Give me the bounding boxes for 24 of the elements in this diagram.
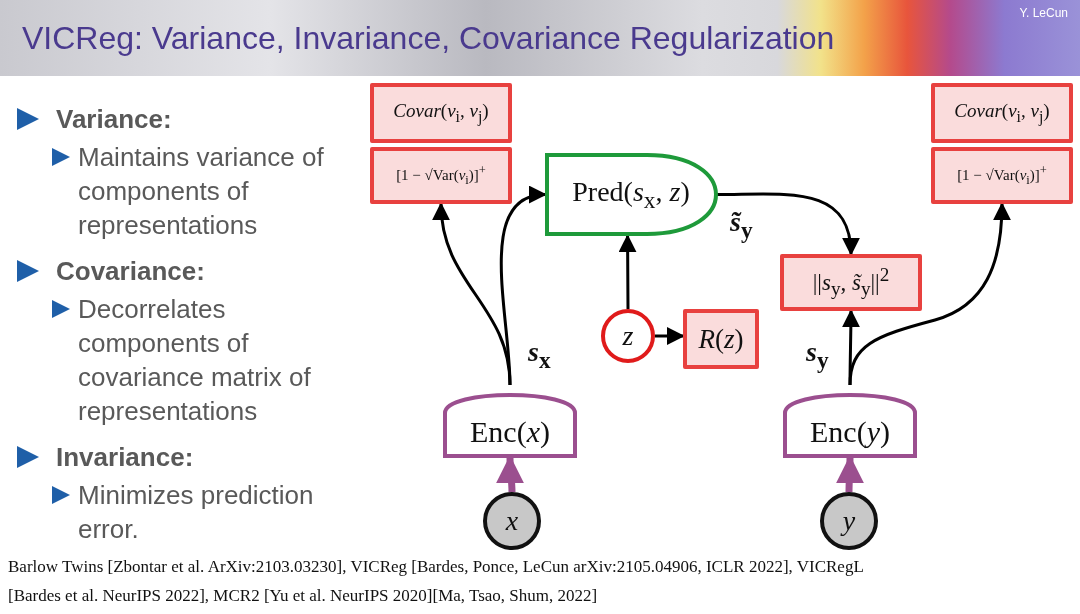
arrow <box>499 188 547 386</box>
input-circle: y <box>820 492 878 550</box>
arrow <box>848 202 1011 386</box>
predictor-shape: Pred(s$_{x}$, z) <box>545 153 717 236</box>
arrow <box>841 309 860 385</box>
bullet-heading: Variance: <box>56 103 172 136</box>
formula-box: [1 − √Var(v$_{i}$)]$^{+}$ <box>370 147 512 204</box>
formula-box: Covar(v$_{i}$, v$_{j}$) <box>370 83 512 143</box>
formula-box: Covar(v$_{i}$, v$_{j}$) <box>931 83 1073 143</box>
arrow <box>655 327 685 345</box>
bullet-text: Decorrelates components of covariance matrix of representations <box>78 293 312 428</box>
input-circle: x <box>483 492 541 550</box>
arrow <box>618 234 637 309</box>
bullet-heading: Covariance: <box>56 255 205 288</box>
bullet-text: Maintains variance of components of representations <box>78 141 325 242</box>
bullet-text: Minimizes prediction error. <box>78 479 315 546</box>
formula-box: ||s$_{y}$, s̃$_{y}$||$^{2}$ <box>780 254 922 311</box>
latent-circle: z <box>601 309 655 363</box>
bullet-heading: Invariance: <box>56 441 194 474</box>
reference-text: Barlow Twins [Zbontar et al. ArXiv:2103.03230], VICReg [Bardes, Ponce, LeCun arXiv:2105.04906, ICLR 2022], VICRegL [Bardes et al. NeurIPS 2022], MCR2 [Yu et al. NeurIPS 2020][Ma, Tsao, Shum, 2022] <box>8 556 865 607</box>
formula-box: R(z) <box>683 309 759 369</box>
formula-box: [1 − √Var(v$_{i}$)]$^{+}$ <box>931 147 1073 204</box>
arrow <box>717 192 859 256</box>
author-name: Y. LeCun <box>1019 6 1068 20</box>
